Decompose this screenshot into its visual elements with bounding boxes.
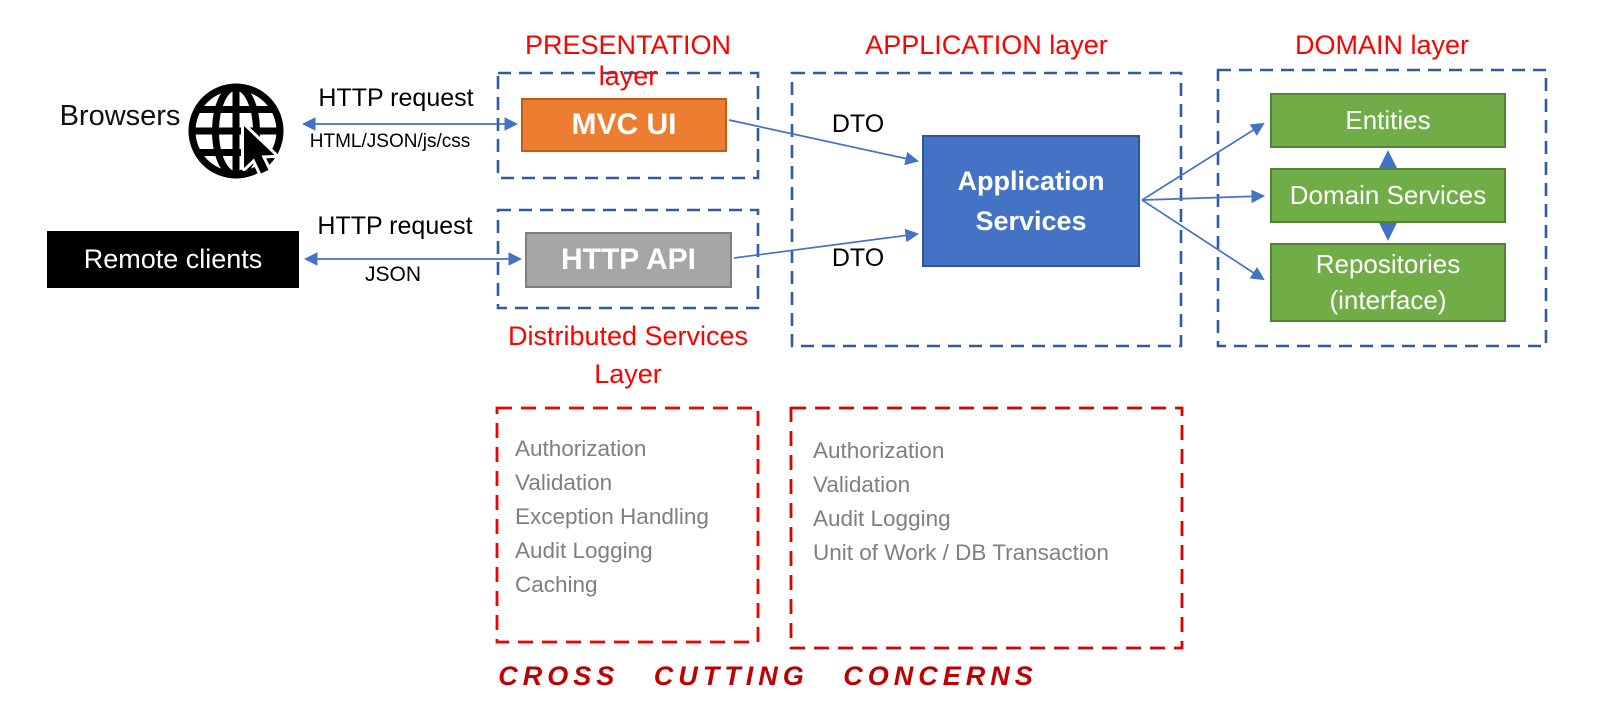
distributed-services-layer-title: Distributed Services Layer [507, 321, 749, 389]
domain-layer-title: DOMAIN layer [1294, 30, 1470, 60]
concern-item: Caching [515, 572, 598, 597]
domain-services-box: Domain Services [1270, 168, 1506, 223]
concern-item: Authorization [515, 436, 647, 461]
distributed-concerns-list: Authorization Validation Exception Handl… [515, 432, 709, 602]
concern-item: Validation [813, 472, 911, 497]
concern-item: Audit Logging [515, 538, 653, 563]
concern-item: Exception Handling [515, 504, 709, 529]
browser-request-label: HTTP request [318, 84, 474, 112]
appservices-to-entities-arrow [1141, 122, 1265, 201]
application-layer-title: APPLICATION layer [865, 30, 1108, 60]
concern-item: Audit Logging [813, 506, 951, 531]
http-api-box: HTTP API [525, 232, 732, 288]
domain-services-label: Domain Services [1289, 179, 1487, 210]
concern-item: Authorization [813, 438, 945, 463]
remote-clients-label: Remote clients [83, 244, 263, 274]
browser-request-payload: HTML/JSON/js/css [309, 131, 471, 152]
browsers-label: Browsers [59, 100, 181, 132]
remote-request-payload: JSON [364, 263, 421, 286]
cross-cutting-caption: CROSS CUTTING CONCERNS [498, 661, 1038, 691]
dto-label-top: DTO [831, 110, 885, 138]
concern-item: Unit of Work / DB Transaction [813, 540, 1109, 565]
concern-item: Validation [515, 470, 613, 495]
presentation-layer-title: PRESENTATION layer [524, 30, 732, 91]
dto-label-bottom: DTO [831, 244, 885, 272]
globe-cursor-icon [188, 83, 284, 179]
http-api-label: HTTP API [560, 243, 696, 276]
entities-box: Entities [1270, 93, 1506, 148]
appservices-to-repositories-arrow [1141, 199, 1265, 281]
repositories-label: Repositories (interface) [1315, 249, 1461, 315]
application-services-label: Application Services [957, 165, 1105, 237]
appservices-to-domainservices-arrow [1141, 189, 1266, 204]
entities-label: Entities [1345, 104, 1431, 135]
mvc-ui-box: MVC UI [521, 98, 727, 152]
application-concerns-list: Authorization Validation Audit Logging U… [813, 434, 1109, 570]
mvc-ui-label: MVC UI [571, 108, 677, 141]
repositories-box: Repositories (interface) [1270, 243, 1506, 322]
remote-clients-box: Remote clients [47, 231, 299, 288]
application-services-box: Application Services [922, 135, 1140, 267]
remote-request-label: HTTP request [317, 212, 473, 240]
